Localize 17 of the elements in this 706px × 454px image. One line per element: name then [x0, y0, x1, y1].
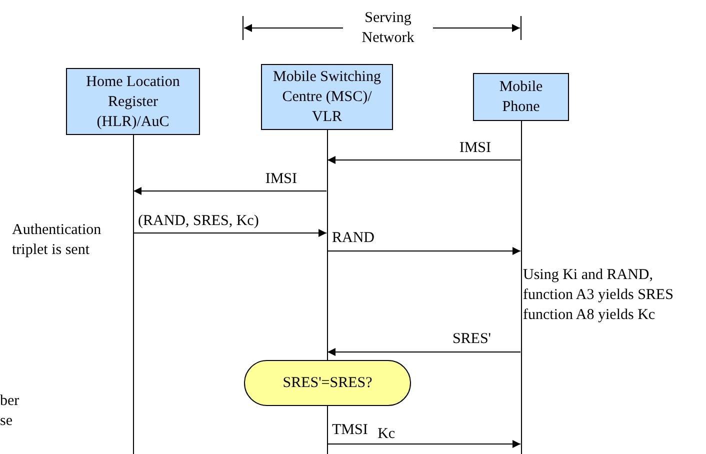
message-arrow [327, 247, 521, 255]
lifeline [132, 135, 134, 454]
note-text: se [0, 412, 14, 431]
decision-pill: SRES'=SRES? [244, 360, 411, 406]
message-arrow [327, 156, 521, 164]
lifeline [326, 130, 328, 454]
note-text: ber [0, 392, 20, 411]
message-arrow [327, 348, 521, 356]
message-arrow [327, 440, 521, 448]
note-text: Authentication triplet is sent [12, 221, 102, 260]
entity-box: Home Location Register (HLR)/AuC [66, 68, 200, 135]
note-text: Using Ki and RAND, function A3 yields SRES function A8 yields Kc [523, 266, 674, 325]
message-arrow [133, 229, 327, 237]
entity-box: Mobile Phone [473, 73, 569, 121]
message-arrow [133, 187, 327, 195]
entity-box: Mobile Switching Centre (MSC)/ VLR [261, 64, 393, 130]
lifeline [520, 121, 522, 454]
